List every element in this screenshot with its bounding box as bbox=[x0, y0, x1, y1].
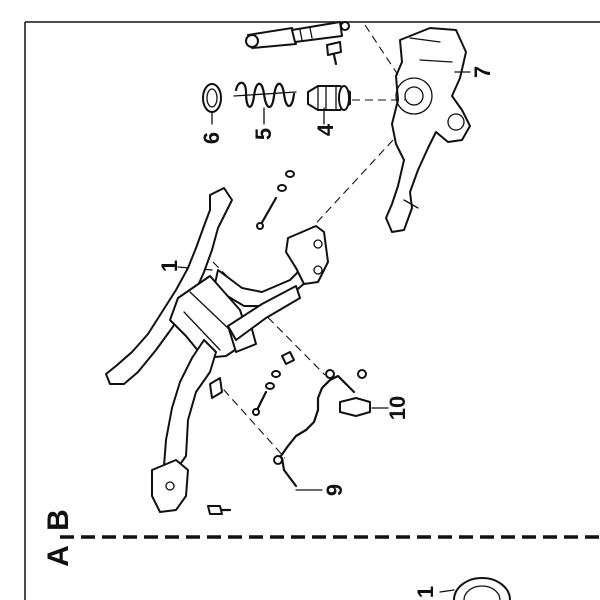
bolt-upper bbox=[326, 41, 342, 66]
callout-1: 1 bbox=[157, 260, 182, 272]
hub-assembly-partial bbox=[439, 577, 511, 600]
callout-4: 4 bbox=[313, 123, 338, 136]
section-label-b: B bbox=[42, 509, 75, 531]
callout-1-bottom: 1 bbox=[413, 586, 438, 598]
bolt-subframe-upper bbox=[256, 170, 295, 230]
coil-spring bbox=[233, 81, 297, 109]
wheel-carrier bbox=[385, 27, 471, 233]
callout-10: 10 bbox=[385, 396, 410, 420]
callout-5: 5 bbox=[251, 128, 276, 140]
spring-seat bbox=[202, 83, 222, 113]
rear-subframe bbox=[105, 187, 329, 513]
callout-7: 7 bbox=[470, 66, 495, 78]
callout-6: 6 bbox=[199, 132, 224, 144]
callout-9: 9 bbox=[322, 484, 347, 496]
bolt-bottom bbox=[207, 505, 232, 515]
brake-pipe bbox=[273, 369, 356, 488]
bracket-fitting bbox=[339, 369, 371, 417]
shock-absorber bbox=[245, 21, 350, 49]
bolt-subframe-lower bbox=[252, 351, 295, 416]
bushing bbox=[307, 85, 351, 111]
section-label-a: A bbox=[42, 545, 75, 567]
